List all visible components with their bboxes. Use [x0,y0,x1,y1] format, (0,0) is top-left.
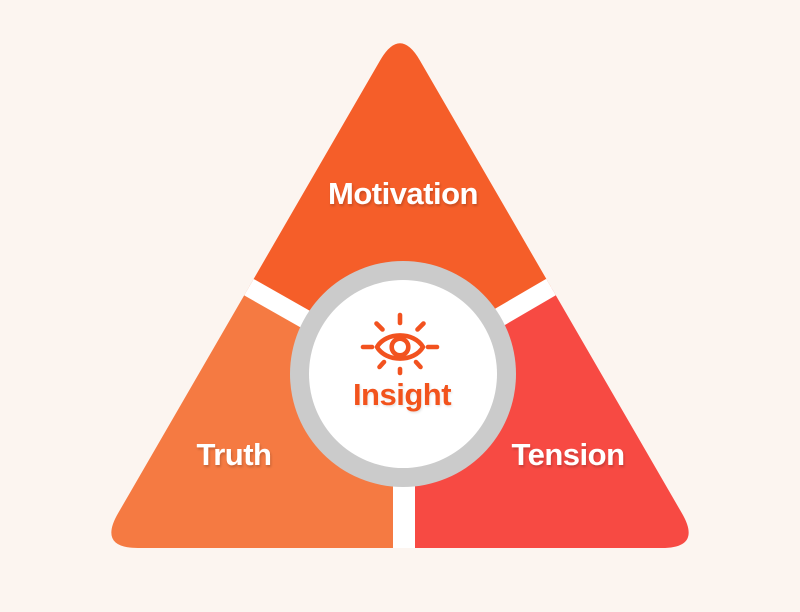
eye-pupil [389,336,411,358]
center-face [309,280,497,468]
segment-label-motivation: Motivation [328,176,478,211]
eye-ray-top-right [415,321,426,332]
center-label: Insight [353,377,451,412]
segment-label-truth: Truth [197,437,272,472]
eye-ray-bottom-left [377,359,387,370]
eye-outline [374,333,426,361]
eye-ray-bottom-right [413,359,423,370]
segment-label-tension: Tension [511,437,624,472]
eye-ray-top-left [374,321,385,332]
radiant-eye-icon [360,312,440,376]
